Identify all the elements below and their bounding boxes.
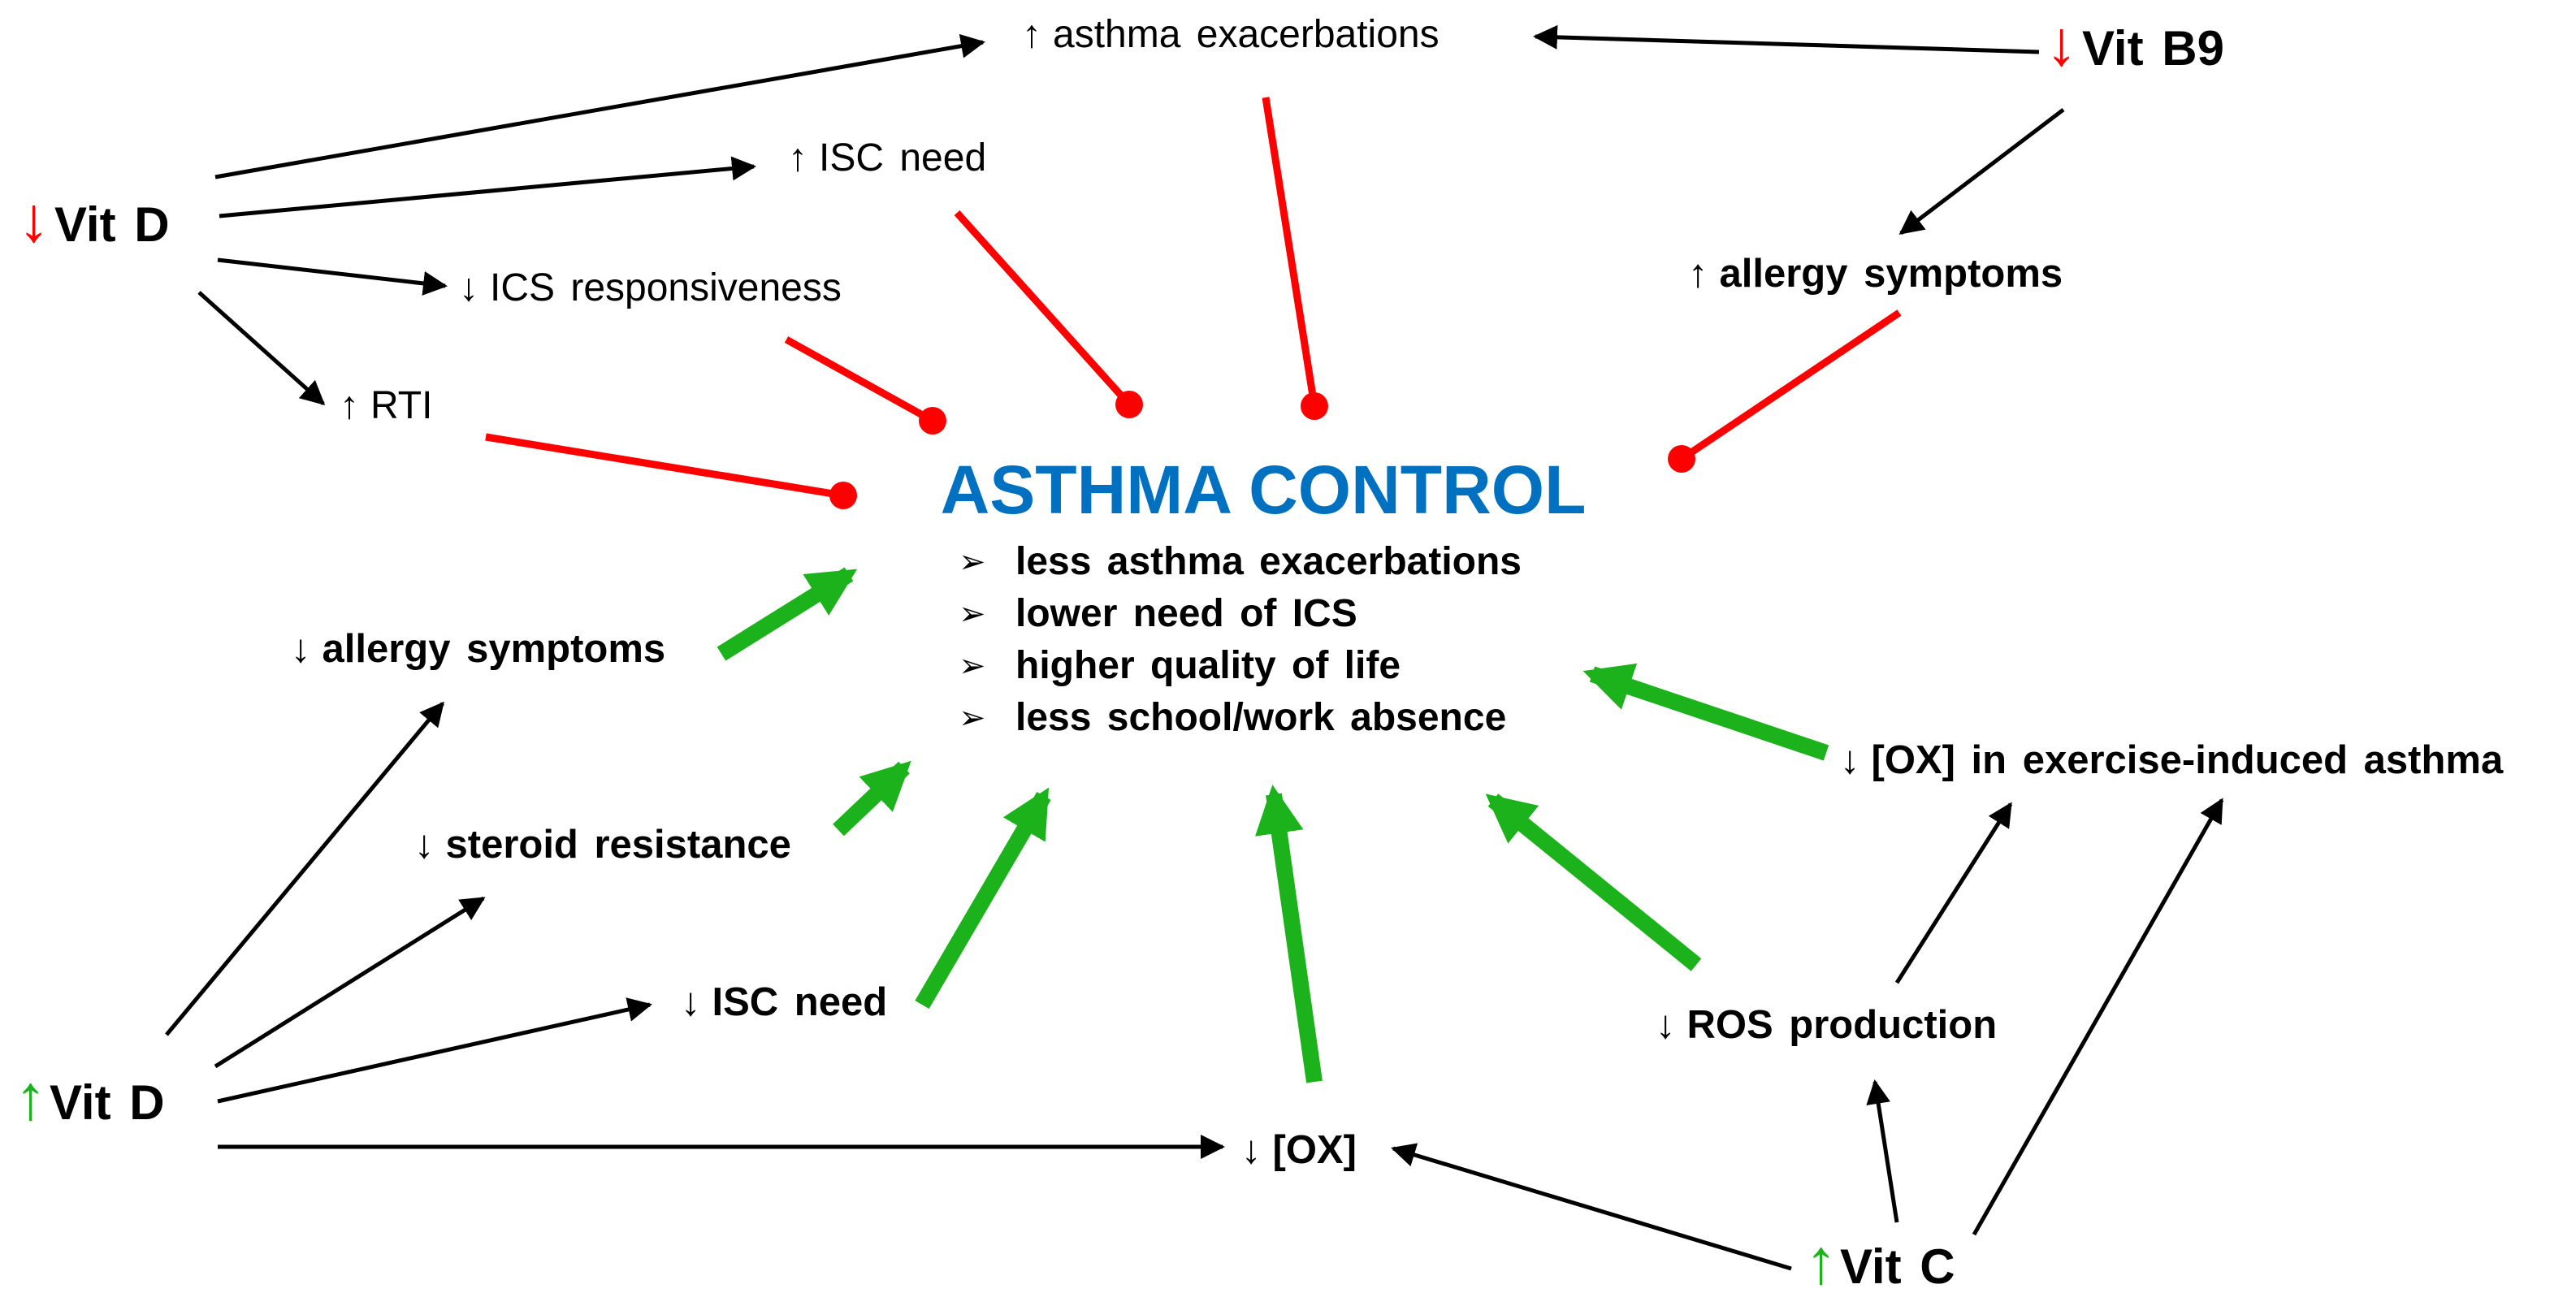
- node-rti-up: ↑ RTI: [340, 384, 432, 427]
- node-label: ISC need: [712, 980, 888, 1024]
- node-label: Vit D: [54, 197, 170, 252]
- negative-effect-lines: [485, 97, 1902, 509]
- green-arrow-steroid-resistance: [833, 760, 911, 837]
- node-vitc-high: ↑Vit C: [1805, 1226, 1955, 1297]
- arrow-ros-to-ox-exercise: [1894, 802, 2013, 984]
- node-allergy-symptoms-up: ↑ allergy symptoms: [1688, 252, 2063, 296]
- down-arrow-icon: ↓: [414, 823, 435, 867]
- red-dot-ics-responsiveness: [919, 407, 946, 435]
- node-label: asthma exacerbations: [1053, 13, 1440, 56]
- node-isc-need-up: ↑ ISC need: [788, 136, 986, 179]
- arrow-vitd-low-to-ics-responsiveness: [217, 257, 448, 296]
- down-arrow-icon: ↓: [1656, 1003, 1676, 1047]
- green-arrow-ox-exercise: [1582, 663, 1829, 761]
- up-arrow-icon: ↑: [340, 384, 359, 427]
- center-bullets: ➢ less asthma exacerbations ➢ lower need…: [959, 540, 1522, 739]
- up-arrow-icon: ↑: [1688, 252, 1708, 296]
- node-label: ICS responsiveness: [490, 266, 842, 309]
- positive-effect-arrows: [717, 567, 1829, 1083]
- node-label: Vit C: [1840, 1239, 1955, 1294]
- arrowhead-bullet-icon: ➢: [959, 543, 986, 581]
- node-label: Vit D: [50, 1075, 165, 1130]
- node-vitb9-low: ↓Vit B9: [2046, 7, 2224, 79]
- arrow-vitd-low-to-exacerbations: [214, 33, 985, 179]
- bullet-text: less school/work absence: [1015, 696, 1506, 739]
- node-vitd-low: ↓Vit D: [18, 184, 170, 255]
- arrow-vitb9-to-exacerbations: [1533, 24, 2040, 54]
- up-arrow-icon: ↑: [15, 1062, 46, 1133]
- red-line-isc-need: [954, 210, 1132, 408]
- node-ros-production-down: ↓ROS production: [1656, 1003, 1997, 1047]
- arrow-vitd-high-to-allergy-down: [165, 701, 444, 1036]
- arrow-vitc-to-ox: [1391, 1143, 1792, 1271]
- arrow-vitc-to-ros: [1866, 1079, 1899, 1223]
- node-label: Vit B9: [2082, 21, 2224, 76]
- red-line-allergy-up: [1679, 309, 1902, 462]
- node-label: allergy symptoms: [323, 627, 666, 671]
- arrowhead-bullet-icon: ➢: [959, 595, 986, 633]
- arrowhead-bullet-icon: ➢: [959, 647, 986, 685]
- bullet-item: ➢ less asthma exacerbations: [959, 540, 1522, 583]
- red-dot-exacerbations: [1301, 392, 1328, 420]
- node-ox-down: ↓[OX]: [1241, 1128, 1357, 1172]
- node-label: steroid resistance: [446, 823, 791, 867]
- bullet-item: ➢ less school/work absence: [959, 696, 1506, 739]
- red-dot-rti: [829, 482, 857, 509]
- down-arrow-icon: ↓: [681, 980, 701, 1024]
- down-arrow-icon: ↓: [2046, 7, 2077, 79]
- bullet-text: higher quality of life: [1015, 644, 1401, 687]
- node-isc-need-down: ↓ISC need: [681, 980, 887, 1024]
- down-arrow-icon: ↓: [1840, 738, 1860, 782]
- bullet-text: less asthma exacerbations: [1015, 540, 1522, 583]
- node-label: [OX]: [1273, 1128, 1357, 1172]
- node-label: ISC need: [819, 136, 986, 179]
- arrow-vitd-low-to-rti: [197, 291, 326, 406]
- node-label: allergy symptoms: [1720, 252, 2063, 296]
- up-arrow-icon: ↑: [1805, 1226, 1837, 1297]
- node-steroid-resistance-down: ↓steroid resistance: [414, 823, 791, 867]
- red-dot-allergy-up: [1668, 445, 1695, 473]
- center-title: ASTHMA CONTROL: [941, 452, 1587, 528]
- bullet-item: ➢ higher quality of life: [959, 644, 1401, 687]
- causal-arrows: [165, 24, 2224, 1271]
- up-arrow-icon: ↑: [788, 136, 807, 179]
- up-arrow-icon: ↑: [1022, 13, 1041, 56]
- arrow-vitc-to-ox-exercise: [1972, 798, 2224, 1236]
- arrow-vitd-low-to-isc-need: [219, 156, 756, 218]
- node-vitd-high: ↑Vit D: [15, 1062, 165, 1133]
- red-dot-isc-need: [1115, 391, 1143, 418]
- arrow-vitd-high-to-isc-need-down: [217, 997, 652, 1104]
- green-arrow-ros: [1485, 794, 1702, 971]
- arrowhead-bullet-icon: ➢: [959, 699, 986, 737]
- arrow-vitd-high-to-steroid-resistance: [214, 896, 486, 1069]
- down-arrow-icon: ↓: [291, 627, 311, 671]
- node-ox-exercise-down: ↓ [OX] in exercise-induced asthma: [1840, 738, 2504, 782]
- down-arrow-icon: ↓: [18, 184, 50, 255]
- red-line-exacerbations: [1262, 97, 1318, 407]
- node-asthma-exacerbations-up: ↑ asthma exacerbations: [1022, 13, 1440, 56]
- node-label: [OX] in exercise-induced asthma: [1872, 738, 2504, 782]
- node-label: ROS production: [1687, 1003, 1998, 1047]
- red-line-rti: [485, 433, 844, 499]
- green-arrow-allergy-down: [717, 567, 858, 661]
- bullet-text: lower need of ICS: [1015, 592, 1357, 635]
- node-allergy-symptoms-down: ↓ allergy symptoms: [291, 627, 665, 671]
- node-ics-responsiveness-down: ↓ ICS responsiveness: [459, 266, 842, 309]
- green-arrow-isc-need-down: [915, 787, 1051, 1010]
- node-label: RTI: [370, 384, 432, 427]
- bullet-item: ➢ lower need of ICS: [959, 592, 1357, 635]
- green-arrow-ox: [1255, 785, 1323, 1083]
- arrow-vitb9-to-allergy-up: [1898, 108, 2065, 235]
- down-arrow-icon: ↓: [459, 266, 478, 309]
- down-arrow-icon: ↓: [1241, 1128, 1262, 1172]
- red-line-ics-responsiveness: [784, 336, 935, 424]
